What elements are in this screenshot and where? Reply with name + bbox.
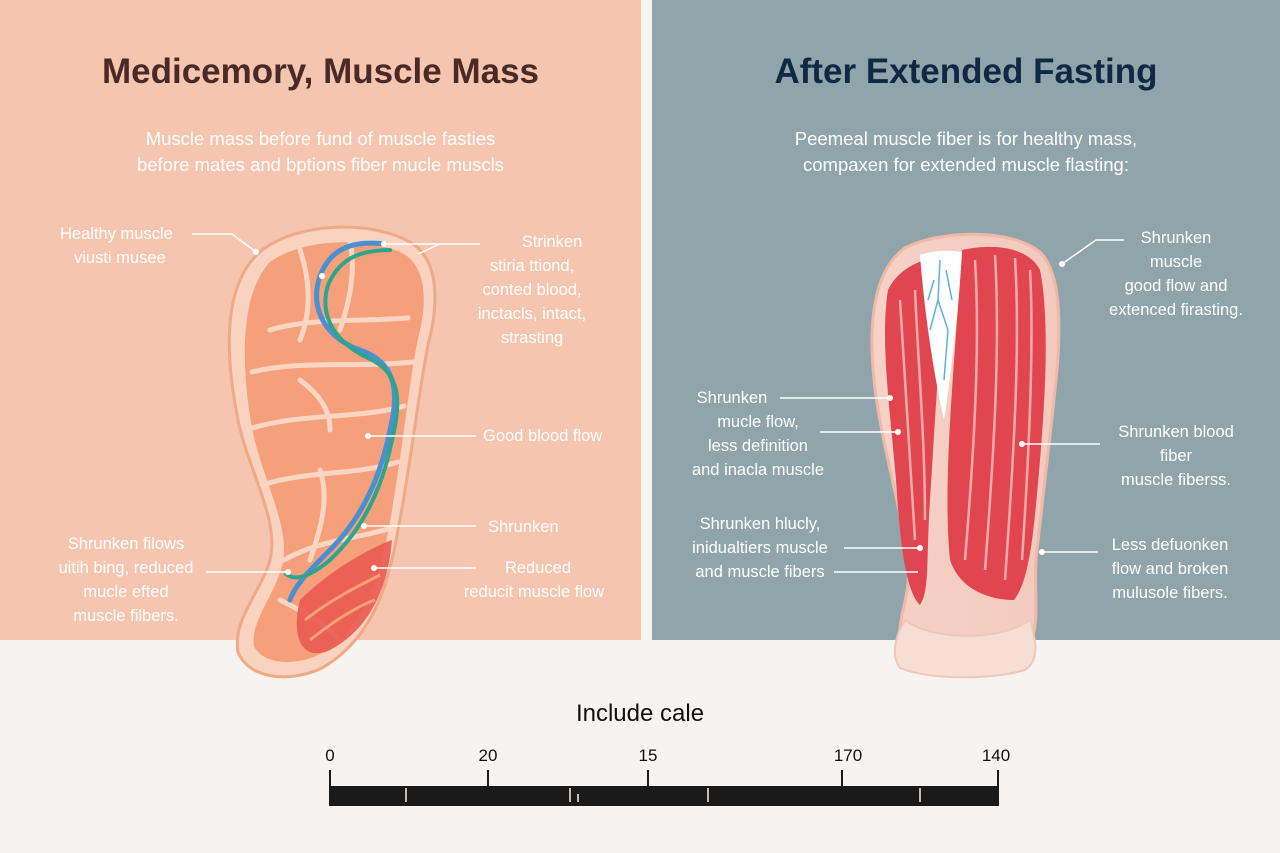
label-right-bottom-right: Less defuonken flow and broken mulusole … — [1111, 536, 1229, 602]
label-right-mid-left: Shrunken mucle flow, less definition and… — [691, 389, 825, 479]
label-right-mid-right: Shrunken blood fiber muscle fiberss. — [1118, 423, 1234, 489]
scale-tick-label: 0 — [325, 746, 335, 765]
scale-tick-label: 140 — [981, 746, 1011, 765]
left-subtitle: Muscle mass before fund of muscle fastie… — [0, 126, 641, 178]
label-reduced: Reduced reducit muscle flow — [463, 559, 605, 601]
right-subtitle: Peemeal muscle fiber is for healthy mass… — [652, 126, 1280, 178]
right-subtitle-line: Peemeal muscle fiber is for healthy mass… — [794, 128, 1138, 149]
label-healthy-muscle: Healthy muscle viusti musee — [60, 225, 173, 267]
left-subtitle-line: before mates and bptions fiber mucle mus… — [136, 154, 505, 175]
scale-bar — [329, 770, 999, 806]
scale-title: Include cale — [575, 700, 705, 727]
left-subtitle-line: Muscle mass before fund of muscle fastie… — [145, 128, 496, 149]
panel-divider — [641, 0, 652, 680]
label-right-top: Shrunken muscle good flow and extenced f… — [1109, 229, 1243, 319]
scale-tick-label: 15 — [638, 746, 658, 765]
label-striation: Strinken stiria ttiond, conted blood, in… — [477, 233, 587, 347]
right-subtitle-line: compaxen for extended muscle flasting: — [803, 154, 1129, 175]
scale-tick-label: 20 — [478, 746, 498, 765]
scale-tick-label: 170 — [833, 746, 863, 765]
left-title: Medicemory, Muscle Mass — [101, 52, 540, 91]
right-title: After Extended Fasting — [774, 52, 1158, 91]
label-right-bottom-left: Shrunken hlucly, inidualtiers muscle and… — [692, 515, 828, 581]
label-shrunken: Shrunken — [488, 518, 559, 536]
label-shrunken-flows: Shrunken filows uitih bing, reduced mucl… — [58, 535, 194, 625]
label-good-blood-flow: Good blood flow — [483, 427, 603, 445]
